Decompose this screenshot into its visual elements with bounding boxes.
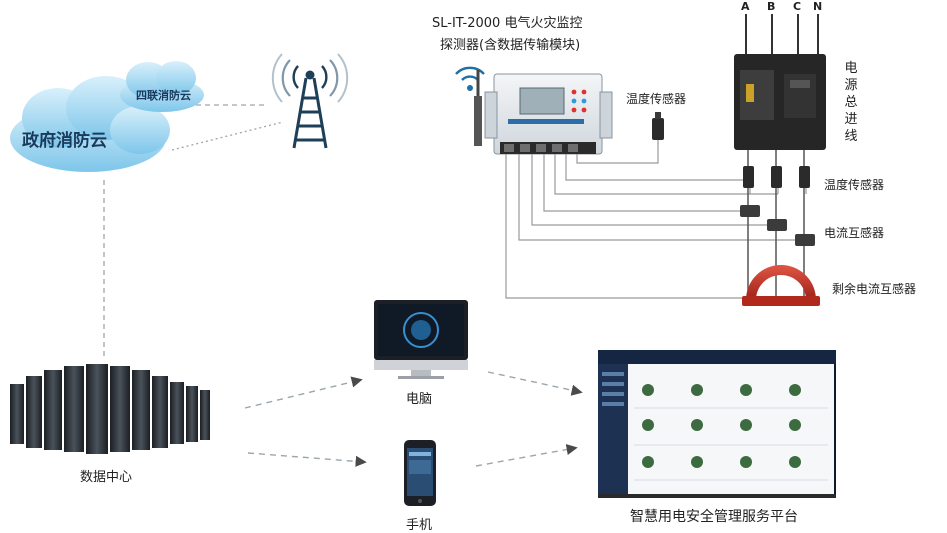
link-govcloud-tower — [171, 121, 284, 151]
residual-current-transformer — [742, 265, 820, 306]
temp-sensor-right-label: 温度传感器 — [824, 178, 885, 192]
sensor-wires — [505, 140, 807, 299]
device-title-line1: SL-IT-2000 电气火灾监控 — [432, 16, 583, 31]
temp-sensor-top-label: 温度传感器 — [626, 92, 687, 106]
power-label-char: 源 — [844, 78, 858, 93]
power-label-char: 线 — [844, 129, 858, 144]
phase-c-label: C — [793, 0, 802, 13]
phase-a-label: A — [741, 0, 750, 13]
current-transformers — [740, 205, 815, 246]
temperature-sensor-top — [652, 112, 664, 140]
phase-b-label: B — [767, 0, 776, 13]
computer-icon — [374, 300, 468, 379]
gov-cloud — [10, 76, 170, 172]
joint-cloud — [120, 61, 204, 112]
power-label-char: 总 — [844, 95, 858, 110]
wifi-icon — [455, 66, 485, 91]
datacenter-label: 数据中心 — [80, 470, 133, 485]
gov-cloud-label: 政府消防云 — [22, 131, 107, 151]
mobile-phone-icon — [404, 440, 436, 506]
circuit-breaker — [734, 14, 826, 296]
temperature-sensors-lines — [743, 166, 810, 188]
detector-device — [474, 70, 613, 155]
power-label-char: 电 — [844, 61, 858, 76]
residual-transformer-label: 剩余电流互感器 — [832, 282, 917, 296]
power-label-char: 进 — [844, 112, 858, 127]
phone-label: 手机 — [406, 518, 433, 533]
current-transformer-label: 电流互感器 — [824, 226, 885, 240]
signal-tower-icon — [271, 53, 349, 149]
platform-screen — [598, 350, 836, 498]
power-label: 电 源 总 进 线 — [843, 60, 859, 145]
server-racks-icon — [10, 364, 210, 454]
joint-cloud-label: 四联消防云 — [136, 89, 191, 102]
phase-n-label: N — [813, 0, 823, 13]
network-links — [103, 104, 284, 360]
computer-label: 电脑 — [406, 392, 433, 407]
device-title-line2: 探测器(含数据传输模块) — [440, 38, 581, 53]
data-flow-arrows — [244, 371, 583, 467]
platform-label: 智慧用电安全管理服务平台 — [630, 509, 798, 525]
